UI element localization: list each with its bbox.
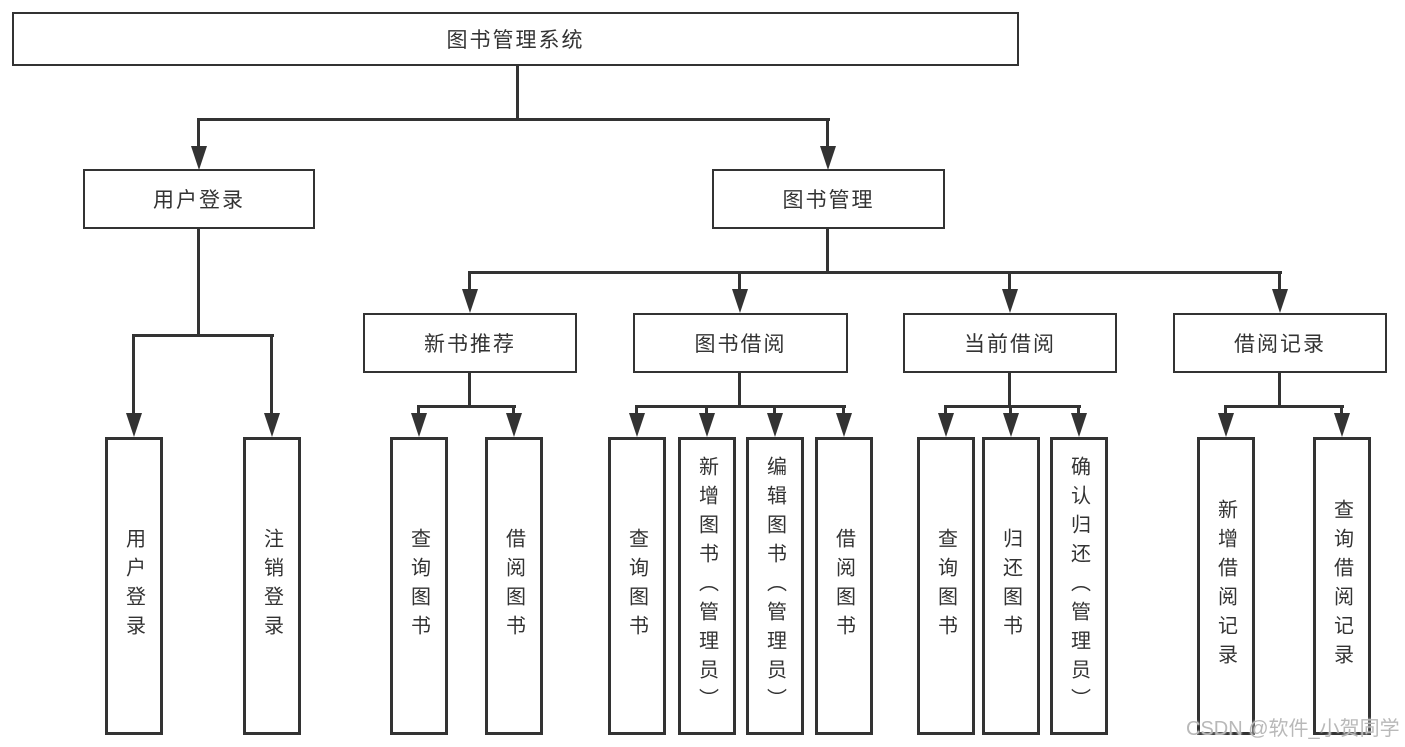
node-leaf-user-login-label: 用户登录	[122, 528, 145, 644]
node-leaf-borrow-query-books: 查询图书	[608, 437, 666, 735]
node-leaf-add-books-admin: 新增图书（管理员）	[678, 437, 736, 735]
node-group-current-borrow: 当前借阅	[903, 313, 1117, 373]
arrow-down-leaf-logout	[264, 413, 280, 437]
arrow-down-record-2	[1334, 413, 1350, 437]
csdn-watermark: CSDN @软件_小贺同学	[1186, 718, 1400, 740]
node-user-login-branch: 用户登录	[83, 169, 315, 229]
arrow-down-user-login	[191, 146, 207, 170]
connector-current-drop	[1008, 371, 1011, 407]
node-leaf-borrow-books-label: 借阅图书	[832, 528, 855, 644]
connector-stub-current-2	[1009, 405, 1012, 417]
arrow-down-group-borrow	[732, 289, 748, 313]
node-leaf-user-login: 用户登录	[105, 437, 163, 735]
arrow-down-book-mgmt	[820, 146, 836, 170]
node-leaf-add-borrow-record: 新增借阅记录	[1197, 437, 1255, 735]
connector-stub-user-login	[197, 118, 200, 148]
connector-level3-rail	[468, 271, 1282, 274]
node-group-new-books: 新书推荐	[363, 313, 577, 373]
node-leaf-logout: 注销登录	[243, 437, 301, 735]
connector-stub-new-1	[417, 405, 420, 417]
node-group-borrow-records-label: 借阅记录	[1234, 333, 1326, 356]
arrow-down-borrow-3	[767, 413, 783, 437]
node-leaf-logout-label: 注销登录	[260, 528, 283, 644]
connector-stub-borrow-1	[635, 405, 638, 417]
connector-stub-book-mgmt	[826, 118, 829, 148]
arrow-down-group-current	[1002, 289, 1018, 313]
connector-stub-current-1	[944, 405, 947, 417]
node-leaf-new-query-books-label: 查询图书	[407, 528, 430, 644]
node-leaf-query-borrow-record: 查询借阅记录	[1313, 437, 1371, 735]
node-leaf-new-borrow-books: 借阅图书	[485, 437, 543, 735]
node-leaf-new-borrow-books-label: 借阅图书	[502, 528, 525, 644]
node-book-mgmt-branch: 图书管理	[712, 169, 945, 229]
arrow-down-new-2	[506, 413, 522, 437]
node-root-system: 图书管理系统	[12, 12, 1019, 66]
connector-current-rail	[944, 405, 1081, 408]
connector-stub-group-borrow	[738, 271, 741, 291]
node-root-system-label: 图书管理系统	[446, 29, 585, 52]
connector-user-branch-rail	[132, 334, 274, 337]
connector-stub-borrow-3	[773, 405, 776, 417]
arrow-down-current-1	[938, 413, 954, 437]
connector-level2-rail	[197, 118, 830, 121]
node-leaf-current-query-books: 查询图书	[917, 437, 975, 735]
connector-stub-group-record	[1278, 271, 1281, 291]
node-group-book-borrow: 图书借阅	[633, 313, 848, 373]
node-user-login-branch-label: 用户登录	[153, 189, 245, 212]
node-leaf-edit-books-admin-label: 编辑图书（管理员）	[763, 455, 786, 717]
node-leaf-confirm-return-admin-label: 确认归还（管理员）	[1067, 455, 1090, 717]
connector-root-drop	[516, 64, 519, 120]
node-group-borrow-records: 借阅记录	[1173, 313, 1387, 373]
connector-record-drop	[1278, 371, 1281, 407]
arrow-down-group-new	[462, 289, 478, 313]
node-leaf-add-borrow-record-label: 新增借阅记录	[1214, 499, 1237, 673]
connector-borrow-drop	[738, 371, 741, 407]
connector-stub-group-new	[468, 271, 471, 291]
arrow-down-borrow-2	[699, 413, 715, 437]
connector-stub-borrow-2	[705, 405, 708, 417]
node-leaf-borrow-query-books-label: 查询图书	[625, 528, 648, 644]
node-group-book-borrow-label: 图书借阅	[694, 333, 787, 356]
node-leaf-new-query-books: 查询图书	[390, 437, 448, 735]
node-group-new-books-label: 新书推荐	[424, 333, 516, 356]
arrow-down-new-1	[411, 413, 427, 437]
connector-stub-leaf-logout	[270, 334, 273, 416]
node-leaf-add-books-admin-label: 新增图书（管理员）	[695, 455, 718, 717]
connector-user-branch-drop	[197, 227, 200, 337]
connector-record-rail	[1224, 405, 1344, 408]
connector-stub-group-current	[1008, 271, 1011, 291]
node-leaf-return-books-label: 归还图书	[999, 528, 1022, 644]
node-leaf-borrow-books: 借阅图书	[815, 437, 873, 735]
node-leaf-confirm-return-admin: 确认归还（管理员）	[1050, 437, 1108, 735]
arrow-down-current-2	[1003, 413, 1019, 437]
connector-stub-record-2	[1340, 405, 1343, 417]
arrow-down-record-1	[1218, 413, 1234, 437]
node-leaf-edit-books-admin: 编辑图书（管理员）	[746, 437, 804, 735]
connector-new-drop	[468, 371, 471, 407]
connector-stub-borrow-4	[842, 405, 845, 417]
connector-book-branch-drop	[826, 227, 829, 273]
node-book-mgmt-branch-label: 图书管理	[782, 189, 875, 212]
connector-stub-current-3	[1077, 405, 1080, 417]
node-leaf-return-books: 归还图书	[982, 437, 1040, 735]
arrow-down-group-record	[1272, 289, 1288, 313]
node-leaf-current-query-books-label: 查询图书	[934, 528, 957, 644]
connector-borrow-rail	[635, 405, 846, 408]
connector-stub-record-1	[1224, 405, 1227, 417]
connector-stub-new-2	[512, 405, 515, 417]
arrow-down-borrow-4	[836, 413, 852, 437]
arrow-down-borrow-1	[629, 413, 645, 437]
arrow-down-current-3	[1071, 413, 1087, 437]
connector-stub-leaf-login	[132, 334, 135, 416]
node-group-current-borrow-label: 当前借阅	[964, 333, 1056, 356]
node-leaf-query-borrow-record-label: 查询借阅记录	[1330, 499, 1353, 673]
connector-new-rail	[417, 405, 516, 408]
arrow-down-leaf-login	[126, 413, 142, 437]
